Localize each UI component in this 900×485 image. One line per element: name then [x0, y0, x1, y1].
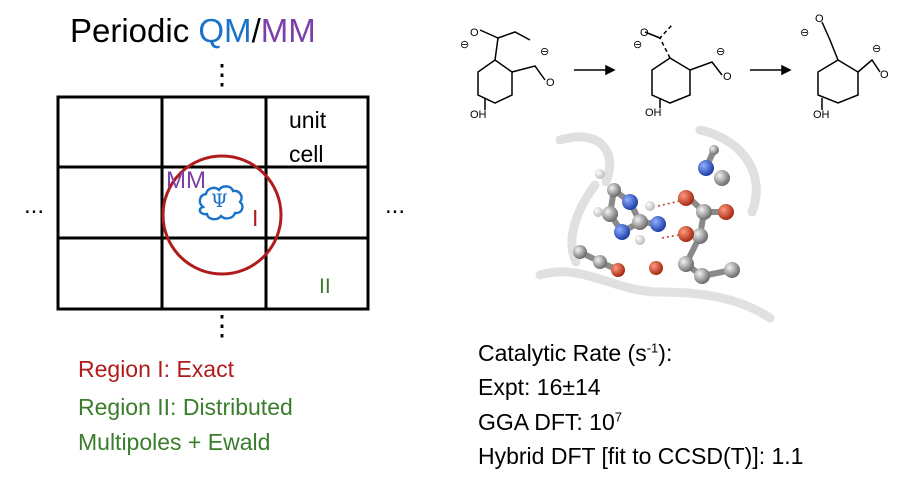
expt-rate: Expt: 16±14	[478, 374, 601, 400]
region-two-description: Region II: Distributed	[78, 394, 293, 420]
gga-rate-prefix: GGA DFT: 10	[478, 409, 615, 435]
gga-dft-rate: GGA DFT: 107	[478, 409, 622, 436]
unit-cell-label-line1: unit	[289, 107, 327, 133]
hydrogen-bond-lines	[657, 199, 685, 239]
psi-symbol: Ψ	[211, 190, 228, 212]
charge-label-1: ⊖	[460, 39, 469, 51]
unit-cell-grid	[56, 95, 370, 311]
rate-heading-exponent: -1	[646, 340, 659, 356]
oxygen-label-2: O	[546, 77, 555, 89]
charge-label-4: ⊖	[716, 46, 725, 58]
title-slash: /	[251, 12, 261, 49]
atoms	[573, 145, 740, 284]
grid-outline	[56, 95, 370, 311]
region-two-label: II	[319, 275, 331, 298]
prephenate-structure	[817, 21, 881, 110]
gga-rate-exponent: 7	[614, 409, 622, 425]
rate-heading-prefix: Catalytic Rate (s	[478, 340, 647, 366]
charge-label-3: ⊖	[633, 39, 642, 51]
title-mm: MM	[260, 12, 316, 49]
page-title: Periodic QM/MM	[70, 12, 316, 50]
charge-label-6: ⊖	[872, 43, 881, 55]
oh-label-2: OH	[645, 107, 662, 119]
oxygen-label-4: O	[723, 71, 732, 83]
reaction-arrow-2	[750, 64, 792, 76]
catalytic-rate-heading: Catalytic Rate (s-1):	[478, 340, 672, 367]
unit-cell-label: unit cell	[289, 103, 326, 171]
oxygen-label-1: O	[470, 27, 479, 39]
oh-label-3: OH	[813, 109, 830, 121]
region-one-circle	[161, 154, 283, 276]
rate-heading-suffix: ):	[658, 340, 673, 366]
mm-label: MM	[166, 167, 206, 194]
region-one-description: Region I: Exact	[78, 356, 234, 382]
region-two-description-cont: Multipoles + Ewald	[78, 429, 271, 455]
horizontal-ellipsis-left: ...	[24, 192, 45, 219]
title-prefix: Periodic	[70, 12, 199, 49]
vertical-ellipsis-bottom: ⋮	[208, 310, 236, 341]
charge-label-5: ⊖	[800, 27, 809, 39]
oxygen-label-5: O	[815, 13, 824, 25]
protein-ribbons	[535, 125, 775, 323]
title-qm: QM	[198, 12, 252, 49]
oxygen-label-6: O	[880, 69, 889, 81]
horizontal-ellipsis-right: ...	[385, 192, 406, 219]
reaction-arrow-1	[574, 64, 616, 76]
wavefunction-cloud-icon	[198, 185, 244, 221]
vertical-ellipsis-top: ⋮	[208, 59, 236, 90]
oxygen-label-3: O	[640, 27, 649, 39]
transition-state-structure	[644, 24, 723, 108]
unit-cell-label-line2: cell	[289, 141, 324, 167]
charge-label-2: ⊖	[540, 46, 549, 58]
chorismate-structure	[477, 29, 546, 110]
hybrid-dft-rate: Hybrid DFT [fit to CCSD(T)]: 1.1	[478, 443, 804, 469]
region-one-label: I	[252, 205, 259, 231]
oh-label-1: OH	[470, 109, 487, 121]
